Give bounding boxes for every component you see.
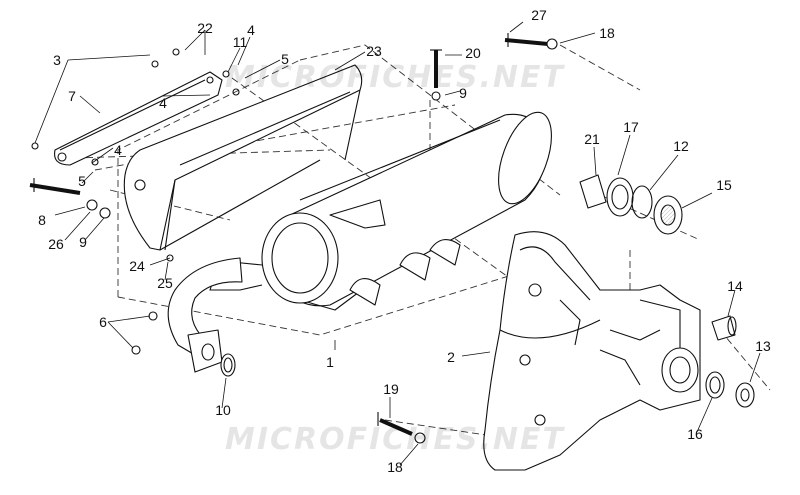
callout-26: 26 [48, 236, 64, 252]
watermark-top: MICROFICHES.NET [225, 60, 565, 95]
watermark-bottom: MICROFICHES.NET [225, 422, 565, 457]
callout-19: 19 [383, 381, 399, 397]
bearing-set [579, 174, 683, 235]
exhaust-pipe [167, 257, 243, 373]
callout-18-top: 18 [599, 25, 615, 41]
callout-21: 21 [584, 131, 600, 147]
callout-6: 6 [99, 314, 107, 330]
callout-27: 27 [531, 7, 547, 23]
callout-15: 15 [716, 177, 732, 193]
callout-5-left: 5 [78, 173, 86, 189]
callout-13: 13 [755, 338, 771, 354]
callout-4-mid: 4 [159, 95, 167, 111]
gasket [220, 353, 236, 377]
heat-shield [123, 64, 363, 251]
callout-8: 8 [38, 212, 46, 228]
callout-12: 12 [673, 138, 689, 154]
callout-23: 23 [366, 43, 382, 59]
callout-25: 25 [157, 275, 173, 291]
crankcase [483, 231, 701, 471]
callout-4-top: 4 [247, 22, 255, 38]
callout-9-left: 9 [79, 234, 87, 250]
callout-5-top: 5 [281, 51, 289, 67]
callout-22: 22 [197, 20, 213, 36]
callout-9-top: 9 [459, 85, 467, 101]
callout-2: 2 [447, 349, 455, 365]
callout-24: 24 [129, 258, 145, 274]
callout-18-bottom: 18 [387, 459, 403, 475]
callout-4-left: 4 [114, 142, 122, 158]
leader-lines [34, 21, 761, 466]
callout-17: 17 [623, 119, 639, 135]
callout-20: 20 [465, 45, 481, 61]
callout-10: 10 [215, 402, 231, 418]
spacer [735, 382, 755, 408]
bushing [711, 315, 737, 341]
callout-16: 16 [687, 426, 703, 442]
callout-7: 7 [68, 88, 76, 104]
muffler [276, 111, 552, 311]
callout-1: 1 [326, 354, 334, 370]
fasteners [29, 33, 558, 444]
oil-seal [705, 371, 725, 399]
callout-11: 11 [232, 34, 248, 50]
callout-14: 14 [727, 278, 743, 294]
callout-3: 3 [53, 52, 61, 68]
muffler-inlet-cap [209, 212, 339, 304]
